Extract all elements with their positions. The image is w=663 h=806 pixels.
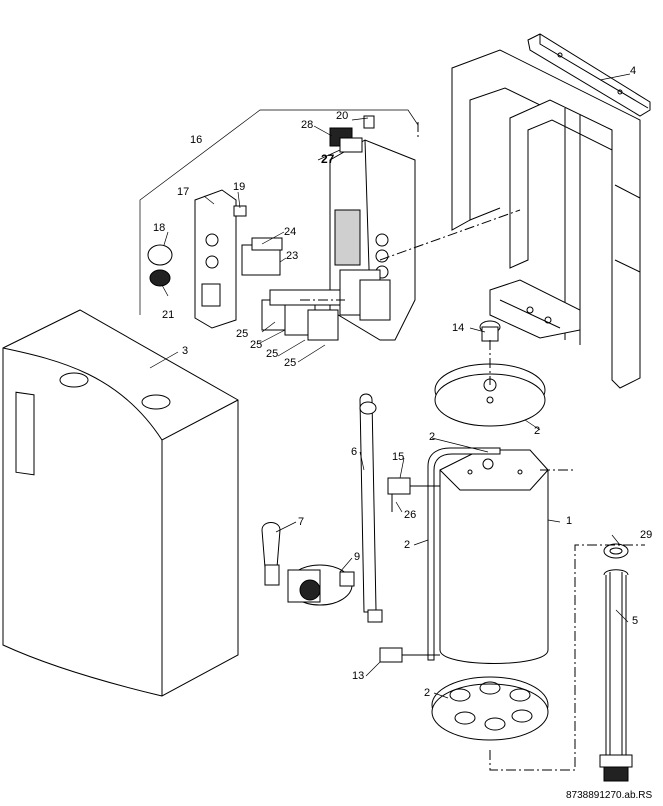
callout-16: 16 [190,134,202,146]
callout-2-d: 2 [424,687,430,699]
callout-labels: 4 20 28 16 27 17 19 18 24 23 21 25 25 25… [153,65,653,801]
terminal-block [329,127,363,153]
relay-module [241,237,283,276]
callout-4: 4 [630,65,636,77]
callout-3: 3 [182,345,188,357]
mounting-frame [451,49,641,389]
callout-20: 20 [336,110,348,122]
knobs [147,244,173,287]
control-faceplate [194,189,237,329]
callout-7: 7 [298,516,304,528]
callout-23: 23 [286,250,298,262]
callout-17: 17 [177,186,189,198]
assembly-bracket-16 [139,109,419,315]
callout-2-c: 2 [404,539,410,551]
callout-14: 14 [452,322,464,334]
side-pipe [427,447,501,661]
riser-pipe [359,393,377,613]
thermostat-sensor [387,477,440,512]
callout-9: 9 [354,551,360,563]
callout-2-b: 2 [429,431,435,443]
tank-base-plate [431,676,549,741]
air-vent [479,320,501,342]
callout-28: 28 [301,119,313,131]
leader-lines [149,73,631,699]
callout-25-b: 25 [250,339,262,351]
cylinder-tank [439,449,549,664]
callout-29: 29 [640,529,652,541]
pump-elbow [261,522,281,586]
callout-5: 5 [632,615,638,627]
figure-id: 8738891270.ab.RS [566,790,653,801]
circulation-pump [287,564,355,606]
callout-24: 24 [284,226,296,238]
wall-rail [527,33,651,117]
control-panel-bracket [329,139,416,341]
callout-25-c: 25 [266,348,278,360]
heating-element [599,543,633,782]
callout-21: 21 [162,309,174,321]
callout-2-a: 2 [534,425,540,437]
callout-27: 27 [321,152,335,166]
callout-18: 18 [153,222,165,234]
callout-15: 15 [392,451,404,463]
callout-25-a: 25 [236,328,248,340]
callout-13: 13 [352,670,364,682]
tank-lid [434,363,546,427]
bottom-fitting [367,609,383,623]
assembly-lines [300,122,645,771]
grommet [363,115,375,129]
drain-valve [379,647,440,663]
front-casing [2,309,239,697]
contactor-block [261,289,341,341]
callout-6: 6 [351,446,357,458]
callout-1: 1 [566,515,572,527]
callout-25-d: 25 [284,357,296,369]
callout-26: 26 [404,509,416,521]
callout-19: 19 [233,181,245,193]
